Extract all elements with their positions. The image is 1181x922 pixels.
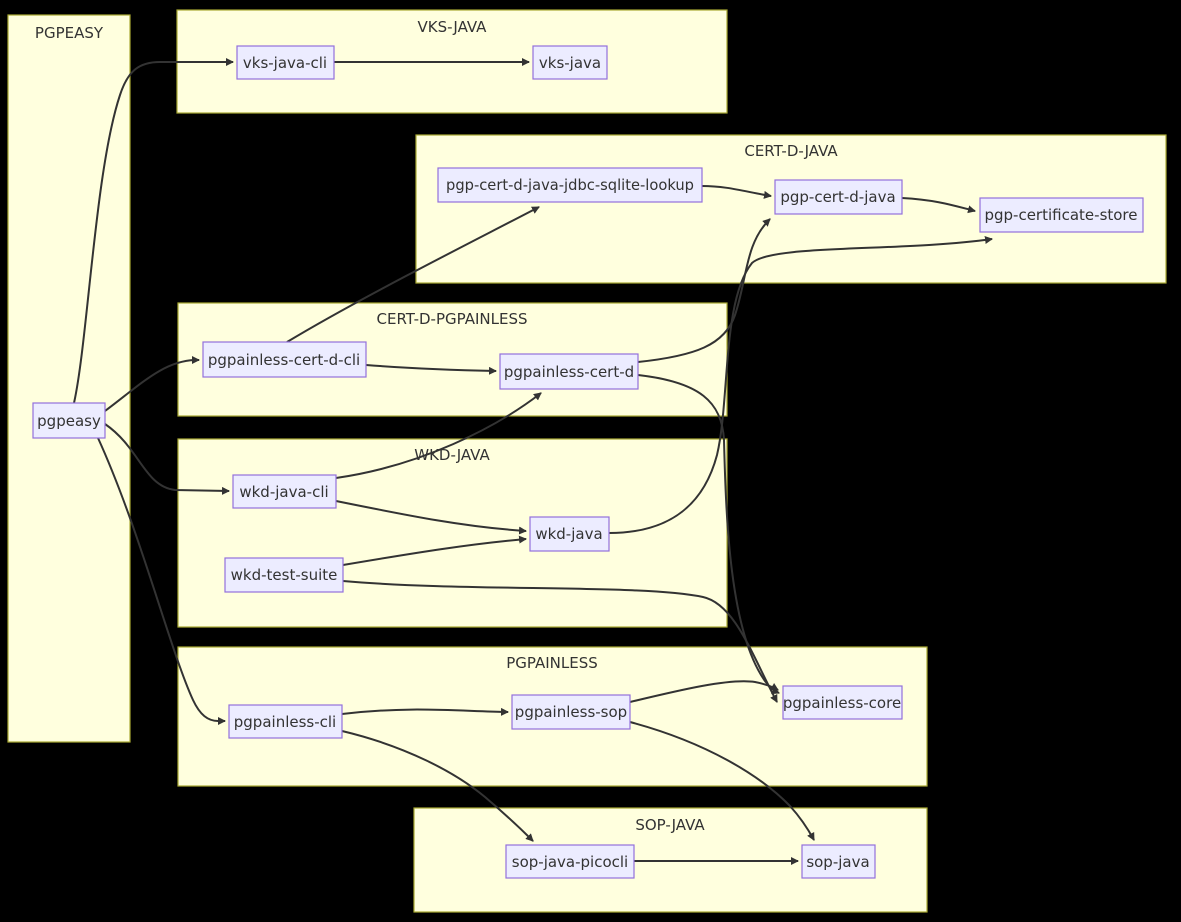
node-vks-java-cli: vks-java-cli: [236, 45, 335, 80]
node-pgpainless-cli-box: [228, 704, 343, 739]
node-pgpainless-sop-label: pgpainless-sop: [515, 703, 627, 721]
edge-wkd-test-suite-to-wkd-java: [342, 535, 527, 566]
edge-pgpainless-sop-to-pgpainless-core: [629, 680, 779, 703]
cluster-wkd-java-title: WKD-JAVA: [414, 446, 490, 464]
node-pgp-certificate-store-label: pgp-certificate-store: [984, 206, 1137, 224]
cluster-cert-d-pgpainless-title: CERT-D-PGPAINLESS: [377, 310, 528, 328]
node-pgpeasy-label: pgpeasy: [37, 412, 101, 430]
node-pgp-cert-d-java-jdbc-sqlite-lookup: pgp-cert-d-java-jdbc-sqlite-lookup: [437, 167, 703, 203]
edge-pgp-cert-d-java-to-pgp-certificate-store: [901, 197, 976, 214]
edge-pgpeasy-to-vks-java-cli: [73, 58, 234, 404]
cluster-sop-java-title: SOP-JAVA: [635, 816, 705, 834]
edge-pgpainless-cert-d-cli-to-pgpainless-cert-d: [365, 364, 497, 375]
node-pgpainless-cli-label: pgpainless-cli: [234, 713, 336, 731]
node-wkd-java-cli-box: [232, 474, 337, 509]
edge-pgpeasy-to-pgpainless-cli: [97, 437, 226, 725]
node-pgpainless-core-box: [782, 685, 903, 720]
cluster-wkd-java: WKD-JAVA: [177, 438, 728, 628]
node-pgpainless-cert-d-box: [499, 353, 639, 390]
node-vks-java-cli-box: [236, 45, 335, 80]
node-sop-java-label: sop-java: [806, 853, 869, 871]
edge-pgpainless-cli-to-pgpainless-sop: [341, 707, 509, 716]
node-pgpainless-sop: pgpainless-sop: [511, 694, 631, 730]
node-pgp-cert-d-java-jdbc-sqlite-lookup-label: pgp-cert-d-java-jdbc-sqlite-lookup: [446, 176, 694, 194]
edge-pgpainless-cert-d-cli-to-jdbc-sqlite-lookup: [286, 206, 540, 343]
edge-wkd-java-cli-to-pgpainless-cert-d: [335, 392, 542, 479]
edge-wkd-java-to-pgp-certificate-store: [608, 236, 993, 534]
cluster-wkd-java-box: [177, 438, 728, 628]
node-vks-java-box: [532, 45, 608, 80]
cluster-pgpeasy-title: PGPEASY: [35, 24, 104, 42]
node-pgp-certificate-store: pgp-certificate-store: [979, 197, 1144, 233]
node-pgpainless-core-label: pgpainless-core: [783, 694, 901, 712]
node-vks-java-cli-label: vks-java-cli: [243, 54, 327, 72]
node-wkd-java: wkd-java: [529, 516, 610, 552]
node-pgpeasy-box: [32, 402, 106, 439]
node-pgp-certificate-store-box: [979, 197, 1144, 233]
node-pgp-cert-d-java-jdbc-sqlite-lookup-box: [437, 167, 703, 203]
edge-pgpainless-cli-to-sop-java-picocli: [341, 730, 534, 842]
edge-pgpeasy-to-wkd-java-cli: [104, 423, 230, 495]
edge-pgpainless-cert-d-to-pgp-cert-d-java: [637, 218, 771, 363]
node-pgpainless-cert-d-label: pgpainless-cert-d: [504, 363, 634, 381]
node-pgp-cert-d-java: pgp-cert-d-java: [774, 179, 903, 215]
node-vks-java: vks-java: [532, 45, 608, 80]
edge-wkd-test-suite-to-pgpainless-core: [342, 580, 778, 703]
node-pgpainless-cli: pgpainless-cli: [228, 704, 343, 739]
node-sop-java-box: [801, 844, 876, 879]
node-wkd-test-suite-label: wkd-test-suite: [231, 566, 338, 584]
node-wkd-java-label: wkd-java: [535, 525, 602, 543]
node-sop-java-picocli-label: sop-java-picocli: [512, 853, 628, 871]
node-sop-java-picocli-box: [505, 844, 635, 879]
cluster-cert-d-java-title: CERT-D-JAVA: [744, 142, 838, 160]
edge-pgpeasy-to-pgpainless-cert-d-cli: [104, 356, 200, 412]
node-pgp-cert-d-java-box: [774, 179, 903, 215]
node-vks-java-label: vks-java: [539, 54, 601, 72]
node-pgpainless-cert-d: pgpainless-cert-d: [499, 353, 639, 390]
node-sop-java-picocli: sop-java-picocli: [505, 844, 635, 879]
cluster-vks-java-title: VKS-JAVA: [418, 18, 488, 36]
node-wkd-test-suite-box: [224, 557, 344, 593]
node-pgpainless-cert-d-cli: pgpainless-cert-d-cli: [202, 341, 367, 378]
node-pgp-cert-d-java-label: pgp-cert-d-java: [780, 188, 895, 206]
node-pgpainless-sop-box: [511, 694, 631, 730]
node-pgpeasy: pgpeasy: [32, 402, 106, 439]
cluster-pgpainless-title: PGPAINLESS: [506, 654, 598, 672]
edge-wkd-java-cli-to-wkd-java: [335, 500, 527, 535]
node-pgpainless-cert-d-cli-box: [202, 341, 367, 378]
edge-jdbc-sqlite-lookup-to-pgp-cert-d-java: [701, 185, 772, 199]
node-wkd-test-suite: wkd-test-suite: [224, 557, 344, 593]
node-pgpainless-cert-d-cli-label: pgpainless-cert-d-cli: [208, 351, 360, 369]
node-sop-java: sop-java: [801, 844, 876, 879]
node-wkd-java-cli: wkd-java-cli: [232, 474, 337, 509]
node-pgpainless-core: pgpainless-core: [782, 685, 903, 720]
edge-pgpainless-sop-to-sop-java: [629, 721, 815, 841]
node-wkd-java-cli-label: wkd-java-cli: [239, 483, 328, 501]
node-wkd-java-box: [529, 516, 610, 552]
